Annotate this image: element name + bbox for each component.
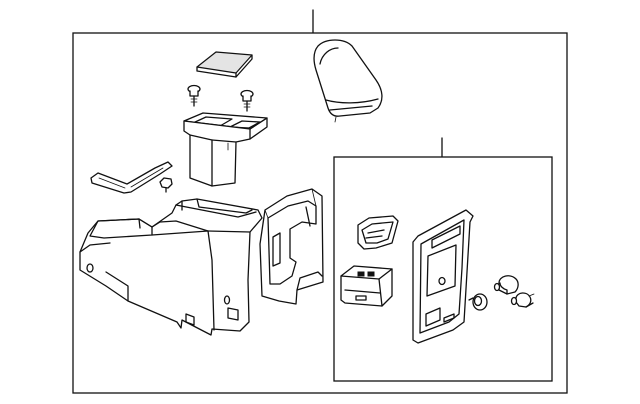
pad: [196, 51, 253, 78]
console-base: [79, 198, 263, 336]
armrest-lid: [313, 39, 383, 123]
bulb: [493, 275, 519, 295]
screw: [187, 84, 201, 107]
storage-bin: [183, 112, 268, 187]
bulb: [510, 292, 535, 308]
clip: [159, 177, 173, 193]
support-bracket: [90, 161, 173, 194]
switch-module: [340, 265, 393, 307]
cup-holder: [357, 215, 399, 250]
screw: [240, 89, 254, 112]
rear-panel: [259, 188, 324, 305]
socket: [468, 293, 488, 311]
inner-rear-panel: [412, 209, 474, 344]
